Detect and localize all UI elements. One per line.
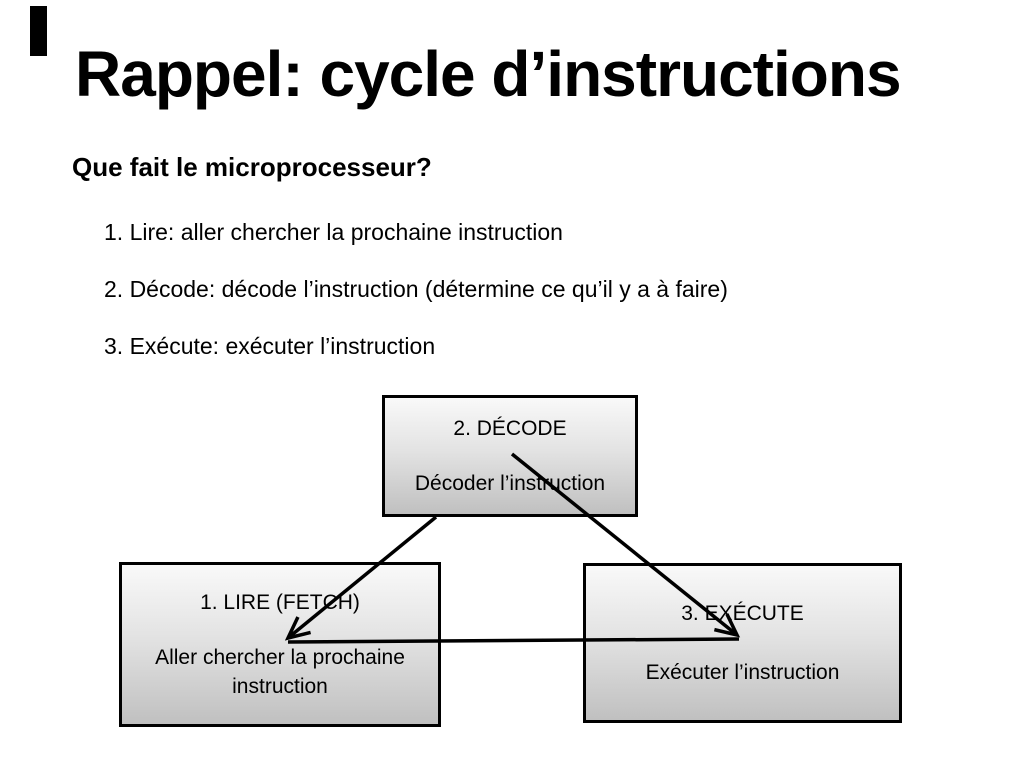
execute-box-title: 3. EXÉCUTE	[681, 601, 804, 625]
decode-box: 2. DÉCODE Décoder l’instruction	[382, 395, 638, 517]
lire-box-caption: Aller chercher la prochaine instruction	[155, 645, 405, 698]
title-accent-bar	[30, 6, 47, 56]
slide-title: Rappel: cycle d’instructions	[75, 38, 902, 110]
lire-box: 1. LIRE (FETCH) Aller chercher la procha…	[119, 562, 441, 727]
execute-box: 3. EXÉCUTE Exécuter l’instruction	[583, 563, 902, 723]
lire-box-title: 1. LIRE (FETCH)	[200, 590, 360, 614]
instruction-list-item-2: 2. Décode: décode l’instruction (détermi…	[104, 276, 728, 302]
instruction-list-item-1: 1. Lire: aller chercher la prochaine ins…	[104, 219, 563, 245]
decode-box-title: 2. DÉCODE	[453, 416, 567, 440]
execute-box-caption: Exécuter l’instruction	[645, 660, 840, 684]
slide-subtitle: Que fait le microprocesseur?	[72, 152, 432, 182]
decode-box-caption: Décoder l’instruction	[414, 471, 606, 495]
instruction-list-item-3: 3. Exécute: exécuter l’instruction	[104, 333, 436, 359]
